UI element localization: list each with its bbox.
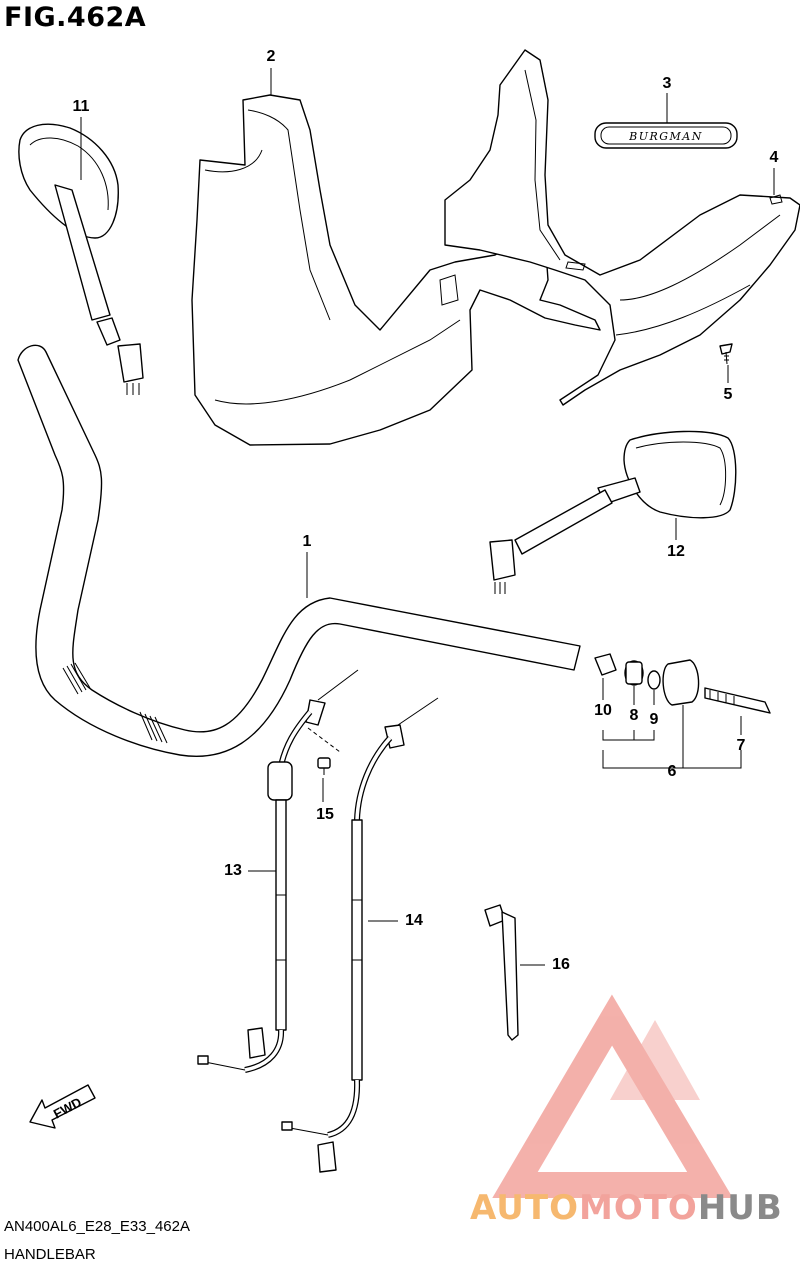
brand-part-moto: MOTO <box>578 1188 698 1228</box>
callout-13[interactable]: 13 <box>224 862 242 879</box>
watermark-logo-icon <box>492 994 733 1198</box>
figure-title: FIG.462A <box>4 2 147 33</box>
callout-16[interactable]: 16 <box>552 956 570 973</box>
callout-2[interactable]: 2 <box>266 48 276 65</box>
upper-leg-shield-part <box>444 49 800 406</box>
wire-clip-16-part <box>484 904 519 1041</box>
throttle-cable-13-part <box>197 669 359 1073</box>
emblem-text: BURGMAN <box>628 130 703 143</box>
front-inner-cover-part <box>191 94 601 446</box>
bar-end-weight-parts <box>594 653 771 714</box>
fwd-arrow-icon: FWD <box>29 1084 96 1129</box>
brand-part-auto: AUTO <box>470 1188 579 1228</box>
callout-15[interactable]: 15 <box>316 806 334 823</box>
callout-11[interactable]: 11 <box>72 98 90 115</box>
section-name: HANDLEBAR <box>4 1246 96 1263</box>
callout-10[interactable]: 10 <box>594 702 612 719</box>
leader-lines <box>80 68 775 966</box>
callout-7[interactable]: 7 <box>736 737 746 754</box>
screw-part <box>719 343 733 365</box>
callout-6[interactable]: 6 <box>667 763 677 780</box>
screw-15-part <box>307 727 341 775</box>
burgman-emblem-part: BURGMAN <box>594 122 738 149</box>
left-mirror-part <box>18 123 144 395</box>
brand-part-hub: HUB <box>697 1188 783 1228</box>
callout-8[interactable]: 8 <box>629 707 639 724</box>
callout-14[interactable]: 14 <box>405 912 423 929</box>
right-mirror-part <box>489 430 737 594</box>
watermark-brand: AUTOMOTOHUB <box>470 1188 783 1228</box>
callout-3[interactable]: 3 <box>662 75 672 92</box>
callout-9[interactable]: 9 <box>649 711 659 728</box>
handlebar-part <box>17 344 581 757</box>
fwd-label: FWD <box>51 1094 84 1121</box>
throttle-cable-14-part <box>281 697 439 1173</box>
callout-4[interactable]: 4 <box>769 149 779 166</box>
callout-12[interactable]: 12 <box>667 543 685 560</box>
callout-1[interactable]: 1 <box>302 533 312 550</box>
model-code: AN400AL6_E28_E33_462A <box>4 1218 190 1235</box>
callout-5[interactable]: 5 <box>723 386 733 403</box>
